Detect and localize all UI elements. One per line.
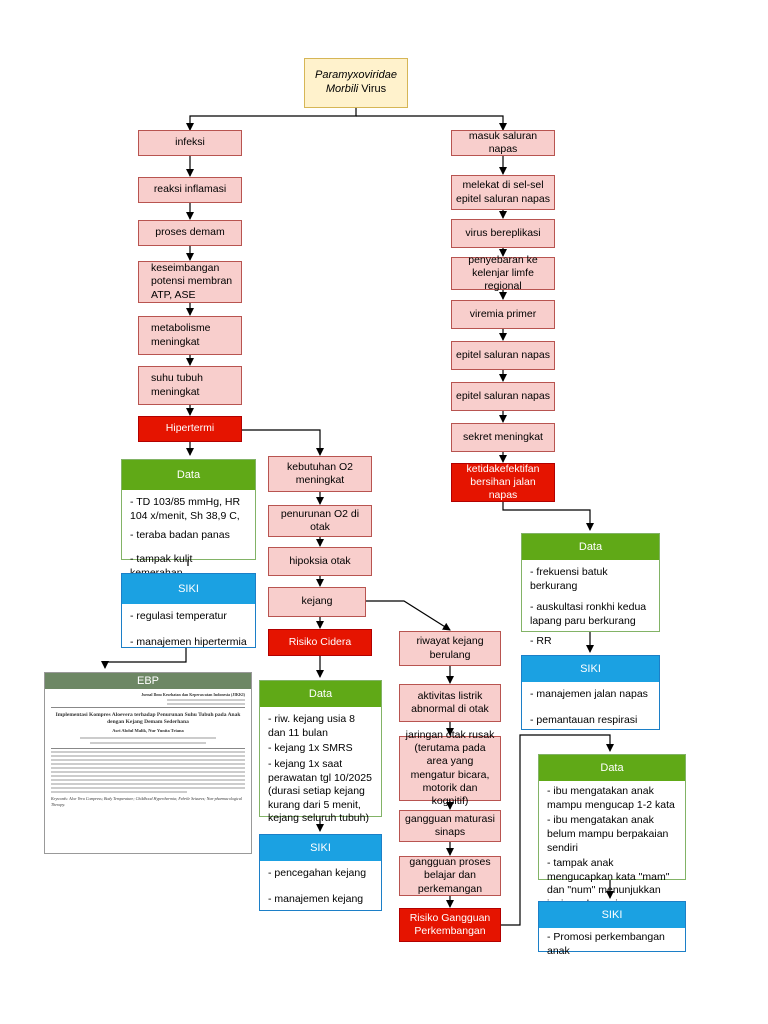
ebp-keywords: Keywords: Aloe Vera Compress; Body Tempe… [51, 796, 242, 807]
siki-napas-card: SIKI - manajemen jalan napas - pemantaua… [521, 655, 660, 730]
node-hipertermi: Hipertermi [138, 416, 242, 442]
root-node: Paramyxoviridae Morbili Virus [304, 58, 408, 108]
data-item: - teraba badan panas [130, 529, 230, 542]
node-epitel-2: epitel saluran napas [451, 382, 555, 411]
card-title: SIKI [122, 574, 255, 604]
ebp-title: EBP [45, 673, 251, 689]
card-title: Data [260, 681, 381, 707]
node-reaksi-inflamasi: reaksi inflamasi [138, 177, 242, 203]
node-kejang: kejang [268, 587, 366, 617]
siki-item: - manajemen kejang [268, 892, 364, 905]
node-gangguan-belajar: gangguan proses belajar dan perkemangan [399, 856, 501, 896]
ebp-paper-title: Implementasi Kompres Aloevera terhadap P… [55, 712, 241, 726]
ebp-paper-thumbnail: Jurnal Ilmu Kesehatan dan Keperawatan In… [45, 689, 251, 810]
data-perkembangan-card: Data - ibu mengatakan anak mampu menguca… [538, 754, 686, 910]
connector-root-left [186, 108, 357, 131]
node-masuk-saluran-napas: masuk saluran napas [451, 130, 555, 156]
node-aktivitas-listrik: aktivitas listrik abnormal di otak [399, 684, 501, 722]
node-kebutuhan-o2: kebutuhan O2 meningkat [268, 456, 372, 492]
root-virus: Virus [361, 83, 387, 95]
siki-item: - manajemen hipertermia [130, 635, 247, 648]
siki-perkembangan-card: SIKI - Promosi perkembangan anak [538, 901, 686, 957]
data-cidera-card: Data - riw. kejang usia 8 dan 11 bulan -… [259, 680, 382, 824]
node-melekat-epitel: melekat di sel-sel epitel saluran napas [451, 175, 555, 210]
card-title: SIKI [539, 902, 685, 928]
node-viremia-primer: viremia primer [451, 300, 555, 329]
node-keseimbangan: keseimbangan potensi membran ATP, ASE [138, 261, 242, 303]
node-suhu-tubuh: suhu tubuh meningkat [138, 366, 242, 405]
siki-item: - regulasi temperatur [130, 610, 227, 622]
data-item: - RR [530, 634, 552, 647]
card-title: Data [522, 534, 659, 560]
siki-item: - pencegahan kejang [268, 867, 367, 879]
siki-cidera-card: SIKI - pencegahan kejang - manajemen kej… [259, 834, 382, 911]
siki-item: - Promosi perkembangan anak [547, 931, 665, 957]
siki-item: - manajemen jalan napas [530, 688, 648, 700]
node-risiko-perkembangan: Risiko Gangguan Perkembangan [399, 908, 501, 942]
node-virus-bereplikasi: virus bereplikasi [451, 219, 555, 248]
data-item: - ibu mengatakan anak mampu mengucap 1-2… [547, 785, 675, 811]
data-item: - TD 103/85 mmHg, HR 104 x/menit, Sh 38,… [130, 496, 241, 522]
node-gangguan-maturasi: gangguan maturasi sinaps [399, 810, 501, 842]
connector-root-right [356, 115, 507, 131]
siki-hipertermi-card: SIKI - regulasi temperatur - manajemen h… [121, 573, 256, 648]
node-hipoksia-otak: hipoksia otak [268, 547, 372, 576]
node-epitel-1: epitel saluran napas [451, 341, 555, 370]
root-family: Paramyxoviridae [315, 69, 397, 82]
data-item: - kejang 1x saat perawatan tgl 10/2025 (… [268, 757, 372, 825]
data-napas-card: Data - frekuensi batuk berkurang - ausku… [521, 533, 660, 647]
ebp-authors: Asri Abdul Malik, Nur Yunita Triana [112, 728, 184, 734]
node-infeksi: infeksi [138, 130, 242, 156]
node-riwayat-kejang: riwayat kejang berulang [399, 631, 501, 666]
node-bersihan-jalan-napas: ketidakefektifan bersihan jalan napas [451, 463, 555, 502]
node-sekret-meningkat: sekret meningkat [451, 423, 555, 452]
root-genus: Morbili [325, 83, 359, 95]
connector-hipertermi-kebutuhan [242, 429, 324, 456]
ebp-panel: EBP Jurnal Ilmu Kesehatan dan Keperawata… [44, 672, 252, 854]
data-item: - ibu mengatakan anak belum mampu berpak… [547, 814, 669, 854]
node-penyebaran-limfe: penyebaran ke kelenjar limfe regional [451, 254, 555, 292]
data-item: - riw. kejang usia 8 dan 11 bulan [268, 713, 355, 739]
node-proses-demam: proses demam [138, 220, 242, 246]
data-item: - kejang 1x SMRS [268, 742, 353, 755]
node-metabolisme: metabolisme meningkat [138, 316, 242, 355]
card-title: SIKI [260, 835, 381, 861]
siki-item: - pemantauan respirasi [530, 713, 638, 726]
node-risiko-cidera: Risiko Cidera [268, 629, 372, 656]
data-item: - auskultasi ronkhi kedua lapang paru be… [530, 601, 647, 627]
data-hipertermi-card: Data - TD 103/85 mmHg, HR 104 x/menit, S… [121, 459, 256, 579]
data-item: - frekuensi batuk berkurang [530, 566, 608, 592]
node-penurunan-o2: penurunan O2 di otak [268, 505, 372, 537]
node-jaringan-otak: jaringan otak rusak (terutama pada area … [399, 729, 501, 807]
ebp-journal: Jurnal Ilmu Kesehatan dan Keperawatan In… [141, 692, 245, 697]
card-title: Data [539, 755, 685, 781]
connector-perkembangan-data [500, 734, 614, 926]
card-title: Data [122, 460, 255, 490]
connector-kejang-riwayat [366, 600, 451, 631]
card-title: SIKI [522, 656, 659, 682]
